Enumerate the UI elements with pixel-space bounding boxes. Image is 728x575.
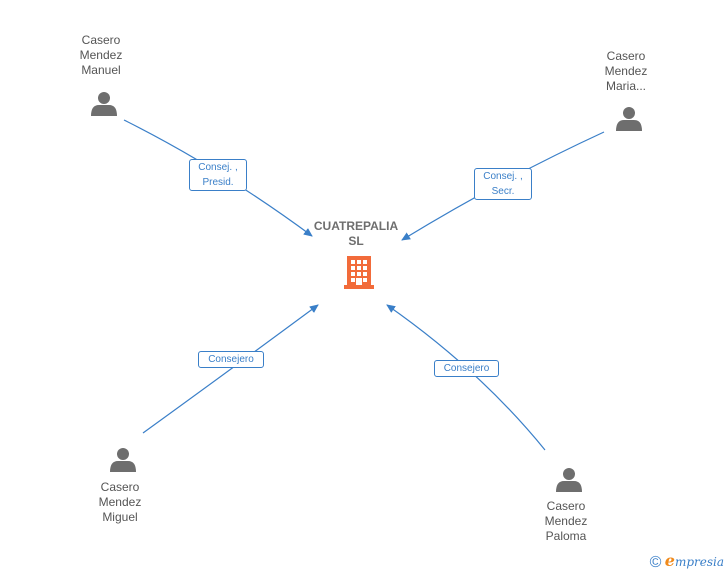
person-name-paloma[interactable]: Casero Mendez Paloma bbox=[544, 499, 588, 543]
person-icon[interactable] bbox=[556, 468, 582, 492]
person-name-manuel[interactable]: Casero Mendez Manuel bbox=[79, 33, 123, 77]
person-icon[interactable] bbox=[616, 107, 642, 131]
person-icon[interactable] bbox=[110, 448, 136, 472]
edge-label-paloma: Consejero bbox=[434, 360, 499, 377]
building-icon[interactable] bbox=[344, 256, 374, 289]
edge-label-miguel: Consejero bbox=[198, 351, 264, 368]
person-icon[interactable] bbox=[91, 92, 117, 116]
person-name-maria[interactable]: Casero Mendez Maria... bbox=[604, 49, 648, 93]
company-name-line2: SL bbox=[348, 234, 364, 248]
company-name-line1: CUATREPALIA bbox=[313, 219, 399, 233]
edge-label-maria: Consej. , Secr. bbox=[474, 168, 532, 200]
edge-label-manuel: Consej. , Presid. bbox=[189, 159, 247, 191]
edge-miguel bbox=[142, 304, 319, 434]
person-name-miguel[interactable]: Casero Mendez Miguel bbox=[98, 480, 142, 524]
copyright-icon: © bbox=[649, 554, 662, 571]
empresia-logo[interactable]: © empresia bbox=[650, 551, 724, 572]
edge-paloma bbox=[386, 304, 546, 451]
company-name[interactable]: CUATREPALIA SL bbox=[296, 219, 416, 249]
brand-name: empresia bbox=[664, 551, 724, 571]
